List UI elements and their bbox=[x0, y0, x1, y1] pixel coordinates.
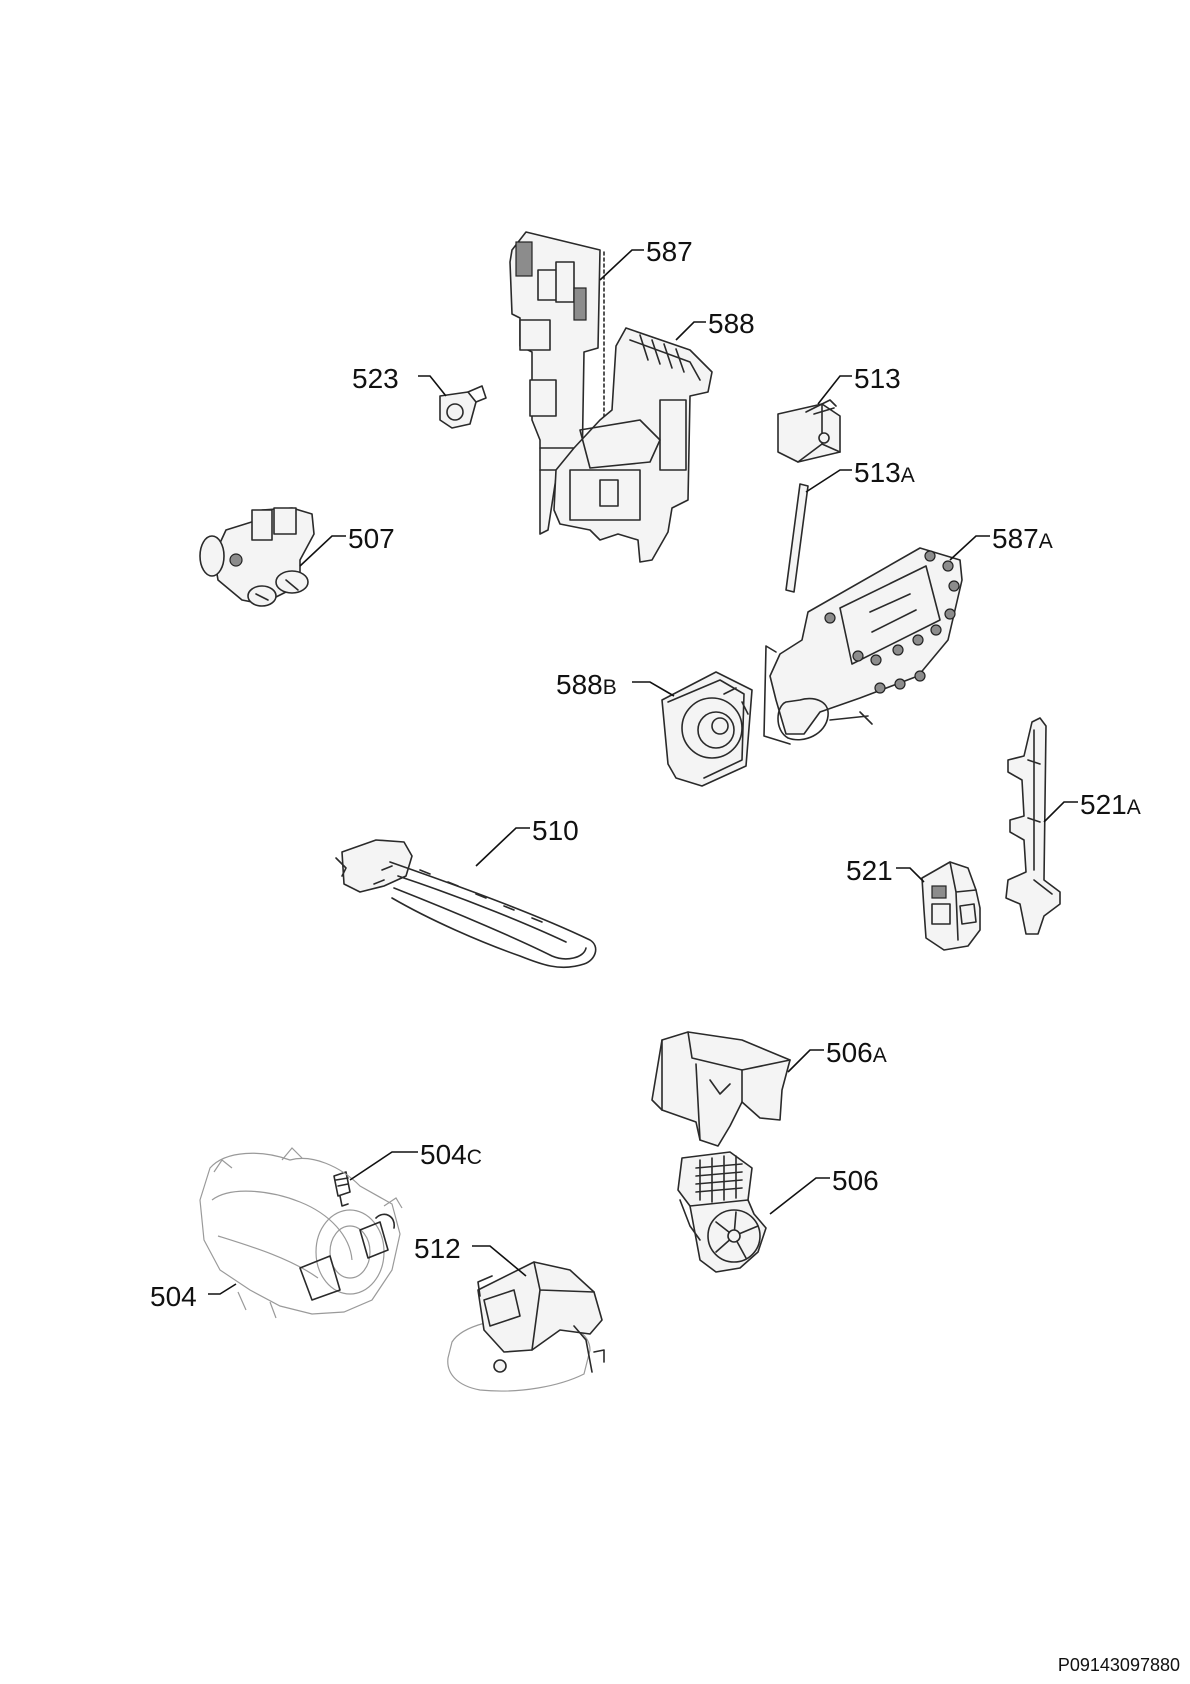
leader-521A bbox=[1043, 801, 1078, 823]
leader-588B bbox=[632, 681, 675, 697]
part-521-door-lock[interactable] bbox=[921, 861, 981, 951]
part-587a-ui-board[interactable] bbox=[763, 547, 963, 745]
part-513-filter[interactable] bbox=[777, 399, 841, 463]
part-506-drain-pump[interactable] bbox=[677, 1151, 767, 1273]
leader-512 bbox=[472, 1245, 527, 1277]
leader-513A bbox=[805, 469, 852, 493]
part-504-motor[interactable] bbox=[199, 1147, 403, 1319]
callout-523[interactable]: 523 bbox=[352, 363, 399, 394]
callout-588[interactable]: 588 bbox=[708, 308, 755, 339]
callout-521[interactable]: 521 bbox=[846, 855, 893, 886]
leader-510 bbox=[475, 827, 530, 867]
callout-587[interactable]: 587 bbox=[646, 236, 693, 267]
document-code: P09143097880 bbox=[1057, 1655, 1180, 1675]
part-510-heater[interactable] bbox=[335, 839, 597, 969]
leader-521 bbox=[896, 867, 925, 883]
callout-504[interactable]: 504 bbox=[150, 1281, 197, 1312]
callout-587A[interactable]: 587A bbox=[992, 523, 1053, 554]
callout-504C[interactable]: 504C bbox=[420, 1139, 482, 1170]
part-512-sensor[interactable] bbox=[447, 1261, 605, 1392]
leader-587A bbox=[949, 535, 990, 561]
callout-506A[interactable]: 506A bbox=[826, 1037, 887, 1068]
leader-lines bbox=[208, 249, 1078, 1295]
callout-507[interactable]: 507 bbox=[348, 523, 395, 554]
leader-507 bbox=[299, 535, 346, 567]
part-507-inlet-valve[interactable] bbox=[199, 507, 315, 607]
part-513a-rod[interactable] bbox=[785, 483, 809, 593]
part-521a-lock-bracket[interactable] bbox=[1005, 717, 1061, 935]
part-588b-selector[interactable] bbox=[661, 671, 753, 787]
leader-523 bbox=[418, 375, 447, 397]
leader-513 bbox=[817, 375, 852, 405]
leader-506 bbox=[769, 1177, 830, 1215]
leader-506A bbox=[787, 1049, 824, 1073]
callout-510[interactable]: 510 bbox=[532, 815, 579, 846]
part-504c-brush[interactable] bbox=[333, 1171, 351, 1207]
callout-506[interactable]: 506 bbox=[832, 1165, 879, 1196]
callout-513[interactable]: 513 bbox=[854, 363, 901, 394]
leader-504 bbox=[208, 1283, 237, 1295]
callout-513A[interactable]: 513A bbox=[854, 457, 915, 488]
leader-504C bbox=[349, 1151, 418, 1181]
callout-521A[interactable]: 521A bbox=[1080, 789, 1141, 820]
part-523-clip[interactable] bbox=[439, 385, 487, 429]
leader-587 bbox=[599, 249, 644, 281]
callout-labels: 587 588 523 513 513A 507 587A 588B 510 5… bbox=[150, 236, 1141, 1312]
callout-512[interactable]: 512 bbox=[414, 1233, 461, 1264]
leader-588 bbox=[675, 321, 706, 341]
part-506a-pump-cover[interactable] bbox=[651, 1031, 791, 1147]
part-588-board-housing[interactable] bbox=[553, 327, 713, 563]
callout-588B[interactable]: 588B bbox=[556, 669, 617, 700]
